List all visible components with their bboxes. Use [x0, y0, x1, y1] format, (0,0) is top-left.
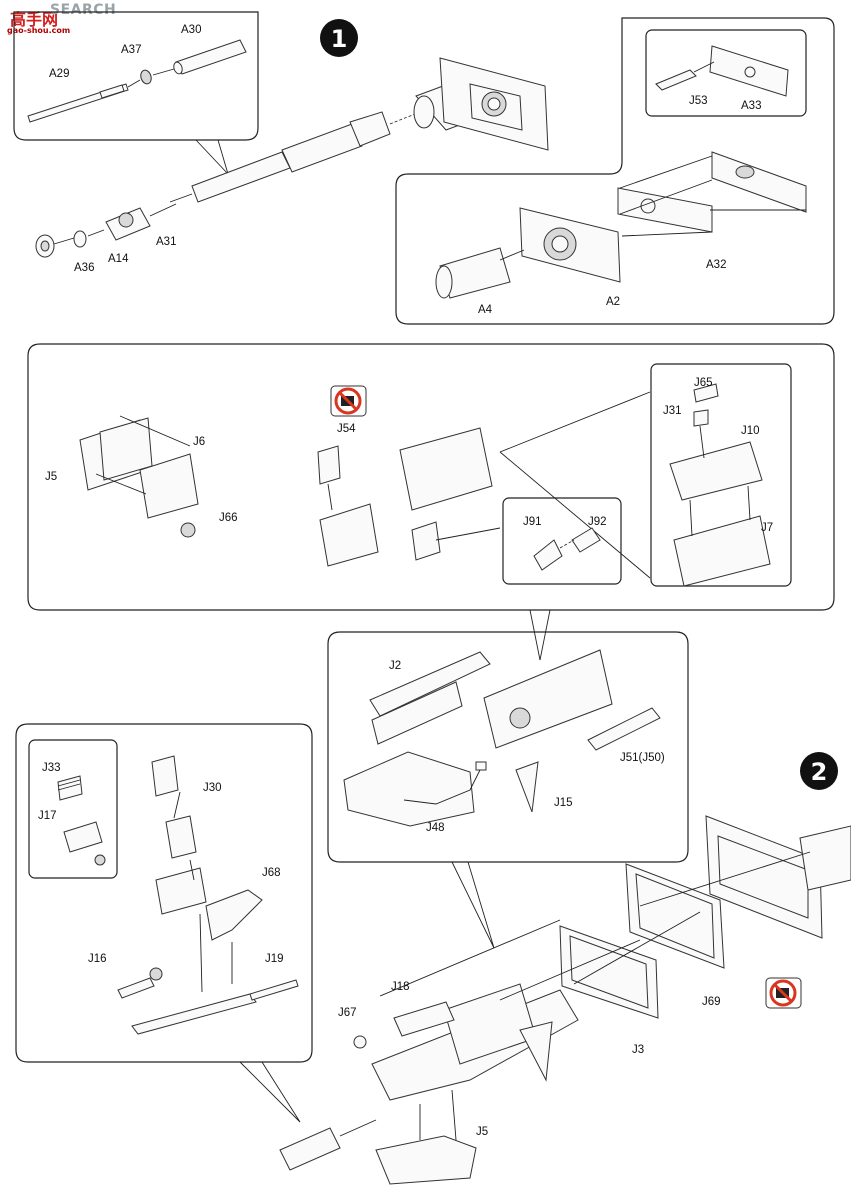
label-J53: J53 [689, 95, 708, 107]
label-A2: A2 [606, 296, 620, 308]
label-J54: J54 [337, 423, 356, 435]
watermark-cn: 高手网 [10, 10, 59, 29]
main-assembly [279, 815, 851, 1185]
label-A33: A33 [741, 100, 761, 112]
label-J51: J51(J50) [620, 752, 665, 764]
label-J17: J17 [38, 810, 57, 822]
j91-parts [533, 527, 601, 571]
mantlet-assembly [435, 151, 807, 299]
label-J65: J65 [694, 377, 713, 389]
label-J5-top: J5 [45, 471, 57, 483]
j10-parts [669, 383, 771, 587]
watermark-url: gao-shou.com [7, 26, 71, 35]
label-J69: J69 [702, 996, 721, 1008]
label-J48: J48 [426, 822, 445, 834]
label-J68: J68 [262, 867, 281, 879]
label-J91: J91 [523, 516, 542, 528]
step-2-badge: 2 [800, 752, 838, 790]
step-1-number: 1 [331, 25, 348, 53]
breech-left [79, 415, 199, 538]
label-A31: A31 [156, 236, 176, 248]
barrel-inset [13, 11, 259, 175]
label-J5-bottom: J5 [476, 1126, 488, 1138]
label-A37: A37 [121, 44, 141, 56]
inset-j10 [650, 363, 792, 587]
gun-parts [57, 755, 299, 1035]
main-barrel [169, 57, 549, 203]
label-A32: A32 [706, 259, 726, 271]
label-J66: J66 [219, 512, 238, 524]
label-J18: J18 [391, 981, 410, 993]
step-2-number: 2 [811, 758, 828, 786]
callout-middle [529, 609, 551, 661]
label-J30: J30 [203, 782, 222, 794]
label-J3: J3 [632, 1044, 644, 1056]
label-J67: J67 [338, 1007, 357, 1019]
gun-panel [15, 723, 313, 1063]
step-1-badge: 1 [320, 19, 358, 57]
breech-center [317, 391, 651, 579]
callout-gun [239, 1061, 301, 1123]
muzzle-parts [35, 203, 177, 258]
inset-j33 [28, 739, 118, 879]
label-J31: J31 [663, 405, 682, 417]
label-J19: J19 [265, 953, 284, 965]
label-J15: J15 [554, 797, 573, 809]
label-A4: A4 [478, 304, 493, 316]
breech-panel [27, 343, 835, 611]
label-J10: J10 [741, 425, 760, 437]
inset-j91 [502, 497, 622, 585]
watermark: 高手网 SEARCH gao-shou.com [4, 0, 164, 36]
mantlet-panel [395, 17, 835, 325]
label-J16: J16 [88, 953, 107, 965]
mantlet-inset [645, 29, 807, 117]
label-A14: A14 [108, 253, 129, 265]
label-J2: J2 [389, 660, 401, 672]
watermark-site: SEARCH [50, 2, 117, 18]
label-A36: A36 [74, 262, 94, 274]
label-J7: J7 [761, 522, 773, 534]
label-A30: A30 [181, 24, 201, 36]
tray-panel [327, 631, 689, 863]
label-J6: J6 [193, 436, 205, 448]
label-J92: J92 [588, 516, 607, 528]
no-glue-icon [330, 385, 367, 417]
callout-tray [451, 861, 495, 949]
no-glue-icon [765, 977, 802, 1009]
label-A29: A29 [49, 68, 69, 80]
tray-parts [343, 649, 661, 827]
label-J33: J33 [42, 762, 61, 774]
mantlet-inset-parts [655, 45, 789, 97]
